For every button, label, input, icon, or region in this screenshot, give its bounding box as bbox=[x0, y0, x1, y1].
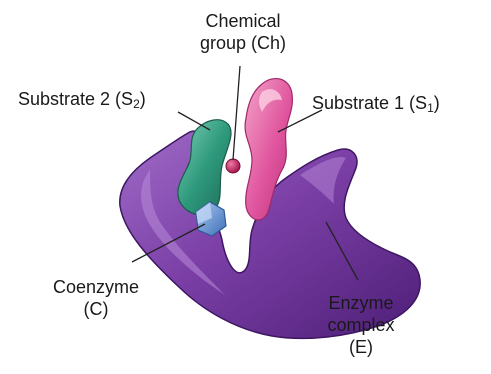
substrate-2-label-text: Substrate 2 (S bbox=[18, 89, 133, 109]
chemical-group-dot bbox=[226, 159, 240, 173]
substrate-1-label-subscript: 1 bbox=[427, 101, 434, 115]
chemical-group-label-line1: Chemical bbox=[183, 10, 303, 32]
coenzyme-label-line1: Coenzyme bbox=[40, 276, 152, 298]
chemical-group-label: Chemical group (Ch) bbox=[183, 10, 303, 54]
coenzyme-label: Coenzyme (C) bbox=[40, 276, 152, 320]
chemical-group-label-line2: group (Ch) bbox=[183, 32, 303, 54]
substrate-1-label: Substrate 1 (S1) bbox=[312, 92, 440, 114]
substrate-2-label-subscript: 2 bbox=[133, 97, 140, 111]
leader-substrate-2 bbox=[178, 112, 210, 130]
enzyme-complex-label-line1: Enzyme bbox=[316, 292, 406, 314]
enzyme-complex-label: Enzyme complex (E) bbox=[316, 292, 406, 358]
enzyme-complex-label-line3: (E) bbox=[316, 336, 406, 358]
substrate-1-label-text: Substrate 1 (S bbox=[312, 93, 427, 113]
substrate-2-label: Substrate 2 (S2) bbox=[18, 88, 146, 110]
coenzyme-label-line2: (C) bbox=[40, 298, 152, 320]
substrate-2-label-close: ) bbox=[140, 89, 146, 109]
substrate-1-label-close: ) bbox=[434, 93, 440, 113]
enzyme-complex-label-line2: complex bbox=[316, 314, 406, 336]
leader-chemical-group bbox=[233, 66, 240, 160]
